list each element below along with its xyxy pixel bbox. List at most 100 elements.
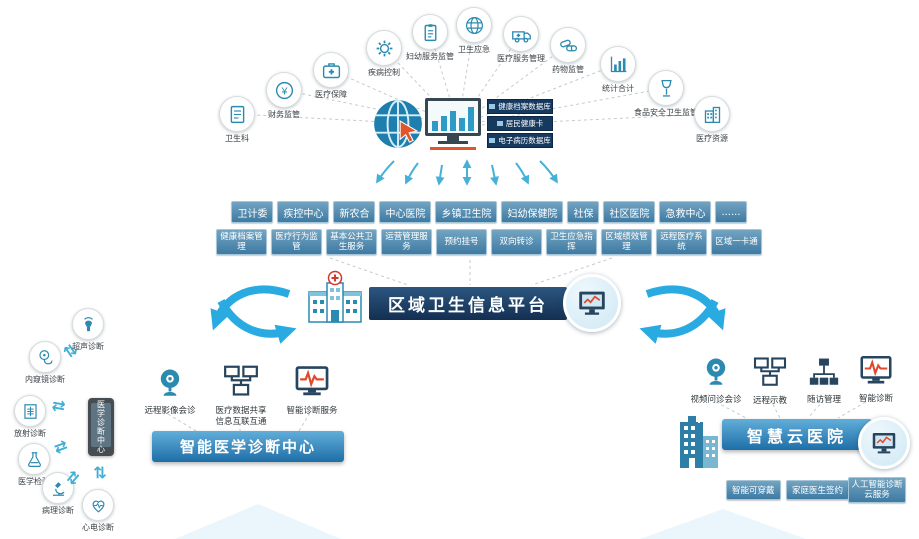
service-button[interactable]: 区域绩效管理 xyxy=(601,229,652,256)
service-button[interactable]: 卫生应急指挥 xyxy=(546,229,597,256)
left-service-node[interactable]: 远程影像会诊 xyxy=(140,366,200,417)
service-button[interactable]: 医疗行为监管 xyxy=(271,229,322,256)
right-service-node[interactable]: 远程示教 xyxy=(742,354,798,407)
right-service-node[interactable]: 随访管理 xyxy=(796,355,852,406)
dept-label: 疾病控制 xyxy=(368,68,400,77)
bar-chart-icon xyxy=(610,55,627,72)
monitors-icon xyxy=(753,357,787,386)
dept-circle xyxy=(366,30,402,66)
dept-node[interactable]: 药物监管 xyxy=(536,27,600,75)
database-label: 健康档案数据库 xyxy=(487,99,553,114)
hospital-icon xyxy=(303,270,367,330)
ultrasound-icon xyxy=(83,316,93,332)
ambulance-icon xyxy=(511,30,531,43)
service-button[interactable]: 运营管理服务 xyxy=(381,229,432,256)
dept-node[interactable]: 医疗保障 xyxy=(299,52,363,100)
service-label: 智能诊断服务 xyxy=(286,406,338,416)
org-button[interactable]: 卫计委 xyxy=(231,201,274,223)
database-text: 电子病历数据库 xyxy=(498,136,551,145)
ai-cloud-button[interactable]: 人工智能诊断云服务 xyxy=(848,477,906,504)
diagnosis-circle xyxy=(29,341,61,373)
dept-circle xyxy=(550,27,586,63)
globe-icon xyxy=(465,16,483,34)
ecg-monitor-icon xyxy=(295,366,329,397)
gear-icon xyxy=(375,39,393,57)
right-cluster-banner: 智慧云医院 xyxy=(722,419,872,450)
diagnosis-circle xyxy=(18,443,50,475)
cloud-monitor-badge xyxy=(858,417,910,469)
diagnosis-circle xyxy=(14,395,46,427)
dept-label: 医疗资源 xyxy=(696,134,728,143)
org-button[interactable]: 急救中心 xyxy=(659,201,712,223)
org-chart-icon xyxy=(808,357,840,386)
org-button[interactable]: 社区医院 xyxy=(603,201,656,223)
diagnosis-node[interactable]: 放射诊断 xyxy=(1,395,59,439)
dept-circle xyxy=(266,72,302,108)
diagnosis-circle xyxy=(72,308,104,340)
dept-node[interactable]: 医疗资源 xyxy=(680,96,744,144)
org-button[interactable]: 妇幼保健院 xyxy=(501,201,564,223)
service-button[interactable]: 区域一卡通 xyxy=(711,229,762,256)
dept-label: 食品安全卫生监管 xyxy=(634,108,698,117)
webcam-icon xyxy=(160,369,180,396)
database-text: 健康档案数据库 xyxy=(498,102,551,111)
service-button[interactable]: 基本公共卫生服务 xyxy=(326,229,377,256)
webcam-icon xyxy=(706,358,726,385)
hub-monitor xyxy=(424,97,482,157)
right-cluster-title: 智慧云医院 xyxy=(746,426,847,446)
building-icon xyxy=(704,106,720,123)
org-button[interactable]: ...... xyxy=(715,201,747,223)
dept-node[interactable]: 妇幼服务监管 xyxy=(398,14,462,62)
endoscope-icon xyxy=(38,349,52,364)
diagnosis-node[interactable]: 内窥镜诊断 xyxy=(16,341,74,385)
service-button[interactable]: 预约挂号 xyxy=(436,229,487,256)
right-service-node[interactable]: 视频问诊会诊 xyxy=(688,355,744,406)
wearable-button[interactable]: 智能可穿戴 xyxy=(726,480,781,500)
right-service-node[interactable]: 智能诊断 xyxy=(848,352,904,405)
org-button[interactable]: 乡镇卫生院 xyxy=(435,201,498,223)
dept-label: 财务监管 xyxy=(268,110,300,119)
family-doctor-button[interactable]: 家庭医生签约 xyxy=(786,480,850,500)
org-button[interactable]: 社保 xyxy=(567,201,600,223)
cursor-icon xyxy=(396,119,421,148)
dept-node[interactable]: 统计合计 xyxy=(586,46,650,94)
monitor-mini-icon xyxy=(489,138,496,143)
service-button[interactable]: 双向转诊 xyxy=(491,229,542,256)
dept-label: 妇幼服务监管 xyxy=(406,52,454,61)
service-button[interactable]: 健康档案管理 xyxy=(216,229,267,256)
device-screen xyxy=(91,403,111,447)
dept-circle xyxy=(313,52,349,88)
service-button[interactable]: 远程医疗系统 xyxy=(656,229,707,256)
diagnosis-label: 放射诊断 xyxy=(14,429,46,438)
monitors-icon xyxy=(224,365,258,396)
dept-node[interactable]: 食品安全卫生监管 xyxy=(634,70,698,118)
dept-circle xyxy=(219,96,255,132)
monitor-mini-icon xyxy=(496,121,503,126)
org-button[interactable]: 新农合 xyxy=(333,201,376,223)
dept-node[interactable]: 卫生应急 xyxy=(442,7,506,55)
org-button[interactable]: 中心医院 xyxy=(379,201,432,223)
dept-circle xyxy=(412,14,448,50)
service-label: 远程影像会诊 xyxy=(144,406,196,416)
diagnosis-node[interactable]: 医学检验 xyxy=(5,443,63,487)
dept-node[interactable]: 疾病控制 xyxy=(352,30,416,78)
dept-node[interactable]: 卫生科 xyxy=(205,96,269,144)
dept-node[interactable]: 医疗服务管理 xyxy=(489,16,553,64)
dept-circle xyxy=(456,7,492,43)
book-icon xyxy=(230,105,244,123)
dept-label: 药物监管 xyxy=(552,65,584,74)
platform-title: 区域卫生信息平台 xyxy=(388,296,548,316)
yen-icon xyxy=(275,81,293,99)
dept-node[interactable]: 财务监管 xyxy=(252,72,316,120)
diagnosis-node[interactable]: 病理诊断 xyxy=(29,472,87,516)
org-button[interactable]: 疾控中心 xyxy=(277,201,330,223)
diagnosis-center-device: 医学诊断中心 xyxy=(88,398,114,456)
xray-icon xyxy=(23,403,37,419)
diagnosis-node[interactable]: 心电诊断 xyxy=(69,489,127,533)
diagnosis-label: 内窥镜诊断 xyxy=(25,375,65,384)
diagnosis-node[interactable]: 超声诊断 xyxy=(59,308,117,352)
left-service-node[interactable]: 医疗数据共享信息互联互通 xyxy=(208,362,274,427)
flask-icon xyxy=(27,451,41,467)
left-service-node[interactable]: 智能诊断服务 xyxy=(282,362,342,417)
